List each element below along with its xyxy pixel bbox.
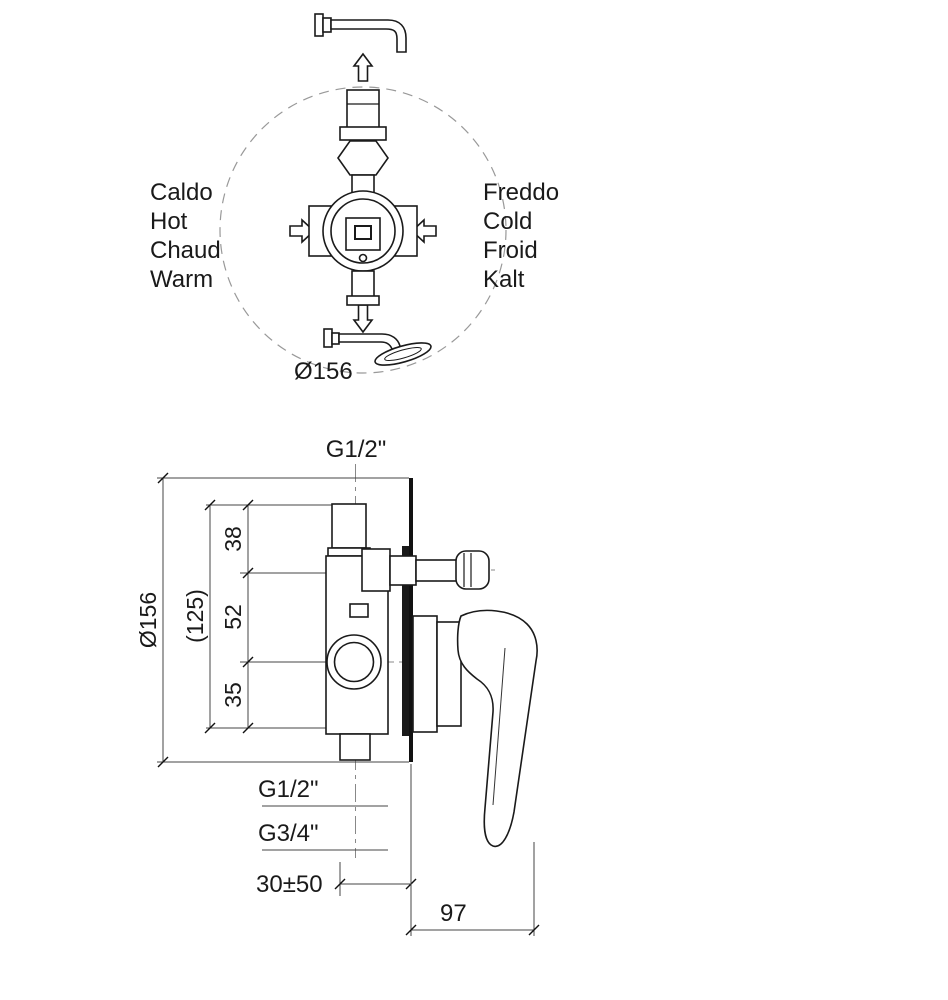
mounting-circle [219, 86, 507, 374]
handle [412, 609, 538, 848]
shower-arm [314, 13, 407, 53]
dim-125-label: (125) [182, 589, 208, 643]
handle-projection-label: 97 [440, 900, 467, 927]
flow-down-arrow [352, 304, 374, 334]
shower-outlet [361, 548, 490, 592]
bottom-outlet-pipe [339, 733, 371, 761]
front-view: Caldo Hot Chaud Warm Freddo Cold Froid K… [150, 13, 559, 385]
side-view: 38 52 35 (125) Ø156 G1/2" G1/2" G3/4" 30… [135, 436, 540, 936]
dim-35-label: 35 [220, 682, 246, 708]
hot-label-de: Warm [150, 266, 213, 293]
hot-label-fr: Chaud [150, 237, 221, 264]
valve-body-side [325, 503, 389, 761]
outlet-thread-label: G3/4" [258, 820, 319, 847]
cold-label-en: Cold [483, 208, 532, 235]
cold-labels: Freddo Cold Froid Kalt [483, 179, 559, 293]
flow-up-arrow [352, 52, 374, 82]
side-port-inner [333, 641, 375, 683]
hot-label-it: Caldo [150, 179, 213, 206]
dimension-lines [157, 472, 254, 768]
set-screw [358, 253, 368, 263]
grub-screw [349, 603, 369, 618]
plate-band [402, 546, 410, 736]
diverter-knob [354, 225, 372, 240]
top-thread-label: G1/2" [326, 436, 387, 463]
recess-depth-label: 30±50 [256, 871, 323, 898]
top-inlet-pipe [331, 503, 367, 549]
hot-inlet-arrow [289, 218, 316, 244]
cold-label-de: Kalt [483, 266, 525, 293]
shower-head [323, 328, 432, 366]
recess-depth-dimension [334, 862, 417, 896]
cold-label-fr: Froid [483, 237, 538, 264]
handle-projection-dimension [405, 764, 540, 936]
dim-plate-diameter-label: Ø156 [135, 592, 161, 648]
hot-labels: Caldo Hot Chaud Warm [150, 179, 221, 293]
front-plate-diameter-label: Ø156 [294, 358, 353, 385]
handle-lever [456, 609, 538, 848]
valve-body-front [308, 89, 418, 306]
cold-label-it: Freddo [483, 179, 559, 206]
hex-nut [337, 140, 389, 176]
rosette [412, 615, 438, 733]
bottom-thread-label: G1/2" [258, 776, 319, 803]
hot-label-en: Hot [150, 208, 188, 235]
dim-52-label: 52 [220, 604, 246, 630]
outlet-cap [455, 550, 490, 590]
cold-inlet-arrow [410, 218, 437, 244]
dim-38-label: 38 [220, 526, 246, 552]
